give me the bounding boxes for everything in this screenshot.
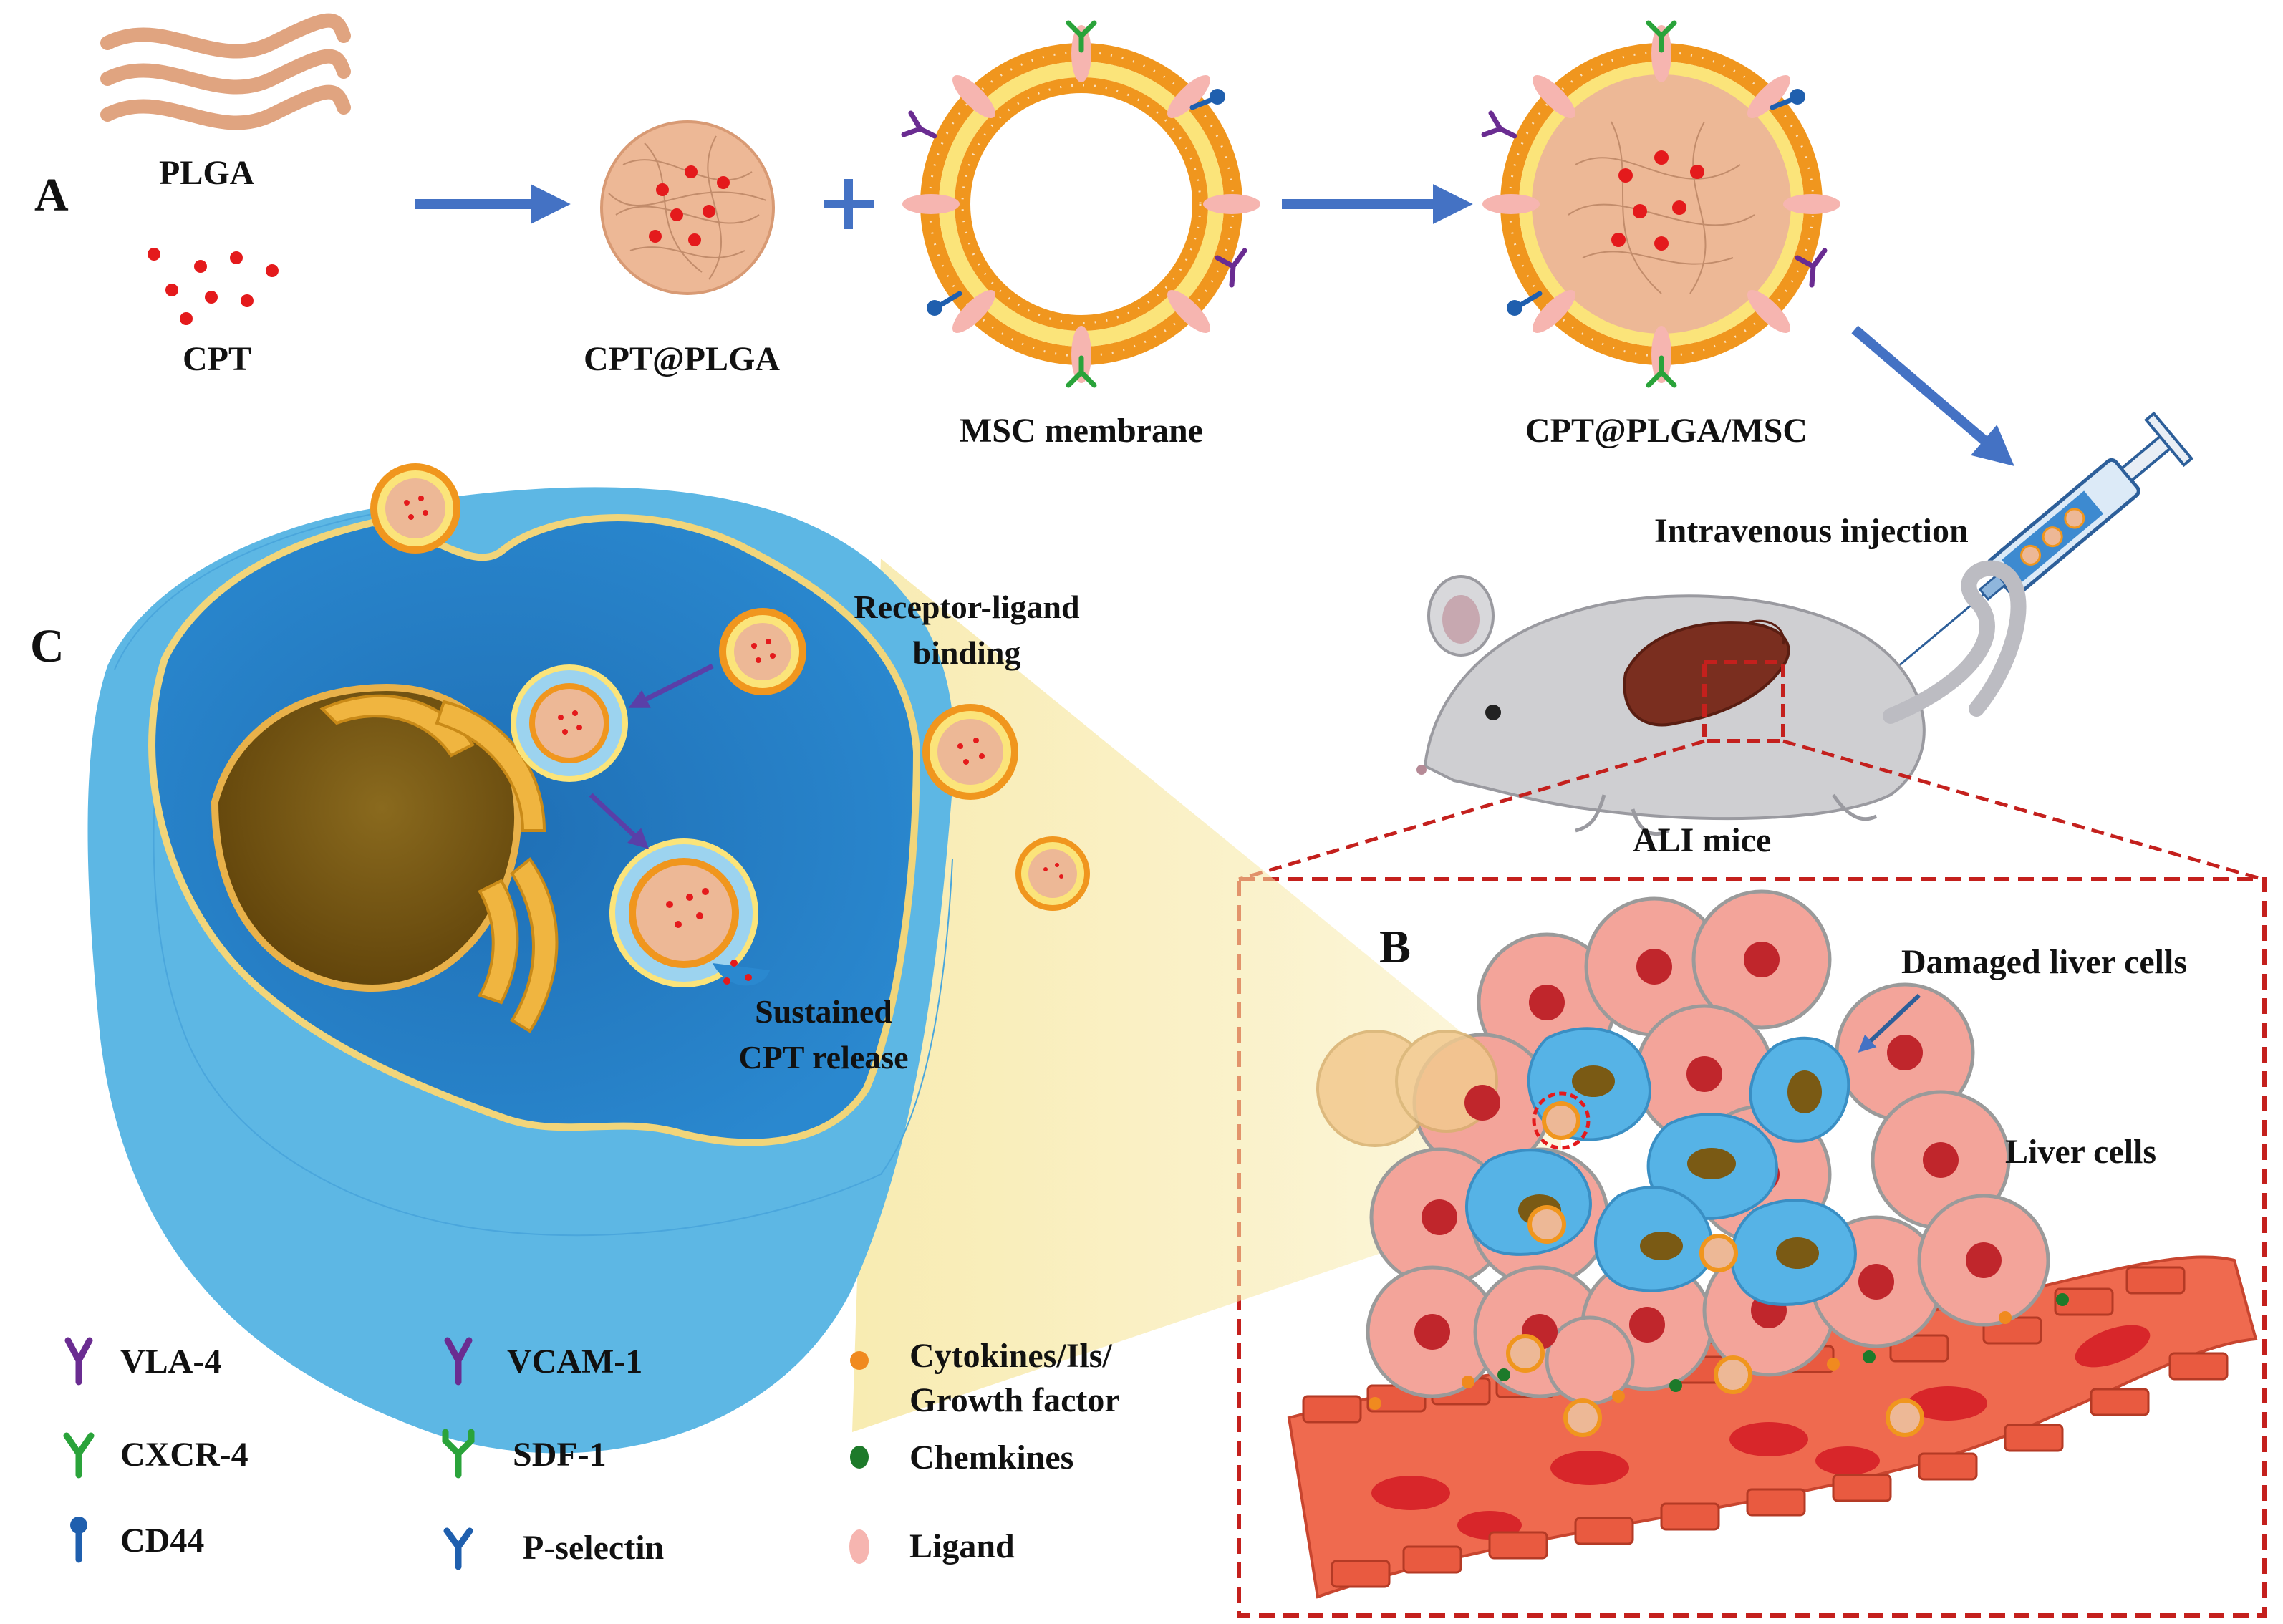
plga-strands [100,13,351,130]
label-damaged-cells: Damaged liver cells [1901,943,2188,981]
legend-ligand: Ligand [909,1527,1015,1565]
free-particles [922,704,1090,911]
panel-label-a: A [34,169,69,221]
ali-mouse [1416,560,2027,836]
label-receptor-binding: Receptor-ligand binding [854,589,1080,671]
cpt-dots [148,248,279,325]
legend-cytokines: Cytokines/Ils/ Growth factor [909,1337,1120,1419]
arrow-3 [1851,325,2014,466]
legend-vla4: VLA-4 [120,1343,222,1381]
legend-cd44: CD44 [120,1522,205,1560]
label-cpt-plga-msc: CPT@PLGA/MSC [1525,412,1807,450]
legend-sdf1: SDF-1 [513,1436,607,1474]
panel-label-c: C [30,620,64,672]
legend-cxcr4: CXCR-4 [120,1436,248,1474]
label-liver-cells: Liver cells [2005,1133,2157,1171]
cell-c [87,463,955,1454]
msc-membrane-vesicle [901,20,1260,388]
label-sustained-release: Sustained CPT release [738,993,909,1076]
label-cpt-plga: CPT@PLGA [584,340,780,378]
cpt-plga-particle [600,120,775,295]
label-injection: Intravenous injection [1654,512,1969,550]
label-ali-mice: ALI mice [1633,821,1772,859]
panel-label-b: B [1379,921,1411,973]
plus-sign [824,179,874,229]
liver-tissue [1287,889,2258,1599]
legend-chemokines: Chemkines [909,1439,1074,1476]
cpt-plga-msc-particle [1481,20,1840,388]
zoom-lines [1238,739,2264,881]
legend-symbols [63,1337,869,1570]
legend-pselectin: P-selectin [523,1529,665,1567]
legend-vcam1: VCAM-1 [507,1343,643,1381]
label-plga: PLGA [159,154,255,192]
label-msc-membrane: MSC membrane [960,412,1203,450]
label-cpt: CPT [183,340,251,378]
syringe [1890,411,2194,674]
